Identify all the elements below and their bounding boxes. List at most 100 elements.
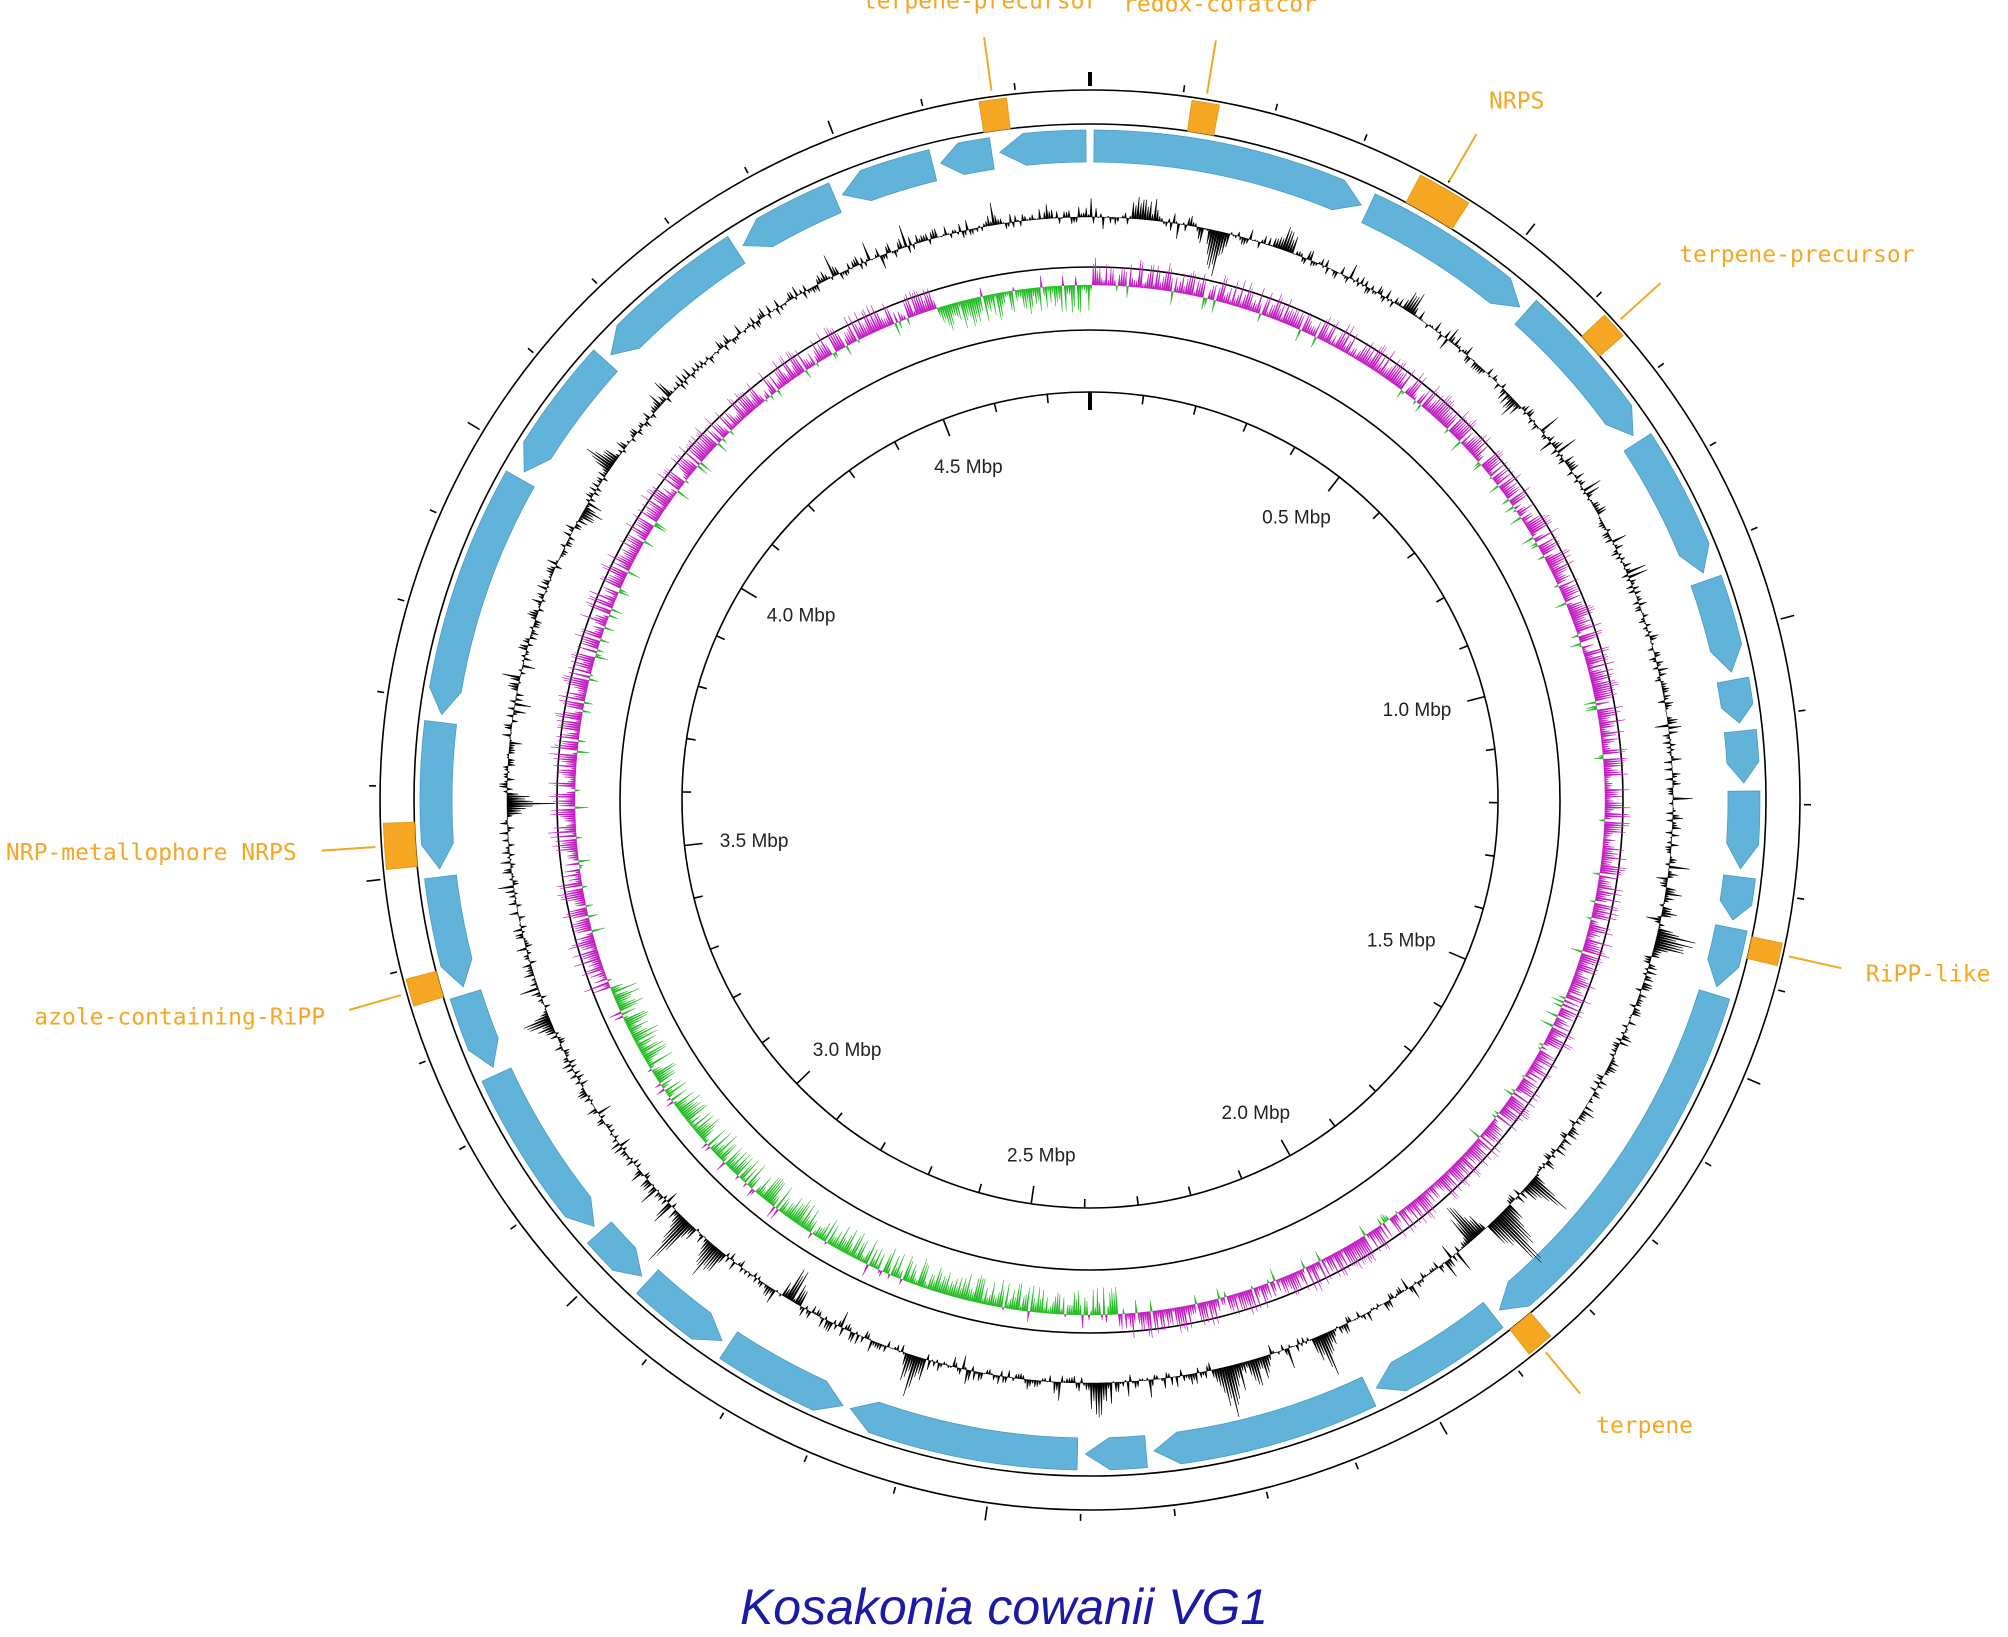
outer-tick [1777,989,1786,993]
outer-tick [1013,82,1016,90]
outer-tick [418,1060,426,1065]
outer-tick [429,509,437,514]
bgc-marker [978,97,1011,133]
gene-arrow [998,129,1087,166]
gc-skew-negative [548,257,1631,1339]
outer-tick [1750,526,1758,531]
gene-arrow [523,349,618,473]
scale-tick [1187,1186,1192,1196]
gc-skew-track [548,257,1631,1339]
ring-lines [379,89,1801,1511]
outer-tick [510,1224,517,1230]
bgc-leader-line [1619,282,1662,321]
outer-tick [920,98,924,107]
scale-tick [761,1036,770,1044]
bgc-label: NRP-metallophore NRPS [6,840,297,866]
scale-tick-label: 3.0 Mbp [813,1040,882,1061]
scale-tick-label: 2.0 Mbp [1221,1103,1290,1124]
scale-tick [684,842,703,847]
bgc-leader-line [1545,1351,1581,1395]
outer-tick [664,217,670,224]
bgc-label: RiPP-like [1866,962,1991,988]
bgc-leader-line [348,994,402,1011]
scale-tick [697,685,708,690]
gc-content-track [498,197,1696,1418]
gene-arrow [481,1067,595,1227]
bgc-leader-line [321,846,376,852]
gene-arrow [1707,924,1748,988]
outer-tick [527,347,534,354]
scale-tick [1046,394,1049,404]
gene-arrow [1361,193,1521,308]
bgc-label: NRPS [1489,88,1544,114]
gene-arrow [419,720,457,870]
scale-tick [1280,1139,1291,1156]
gene-arrow [1723,728,1760,784]
scale-tick [1474,905,1484,910]
ring-scale [681,391,1499,1209]
scale-tick [978,1183,983,1193]
outer-tick [1182,85,1186,93]
scale-tick [848,470,856,479]
gene-arrow [610,235,746,356]
outer-tick [892,1486,897,1494]
gene-arrow [1719,874,1756,921]
outer-tick [1798,709,1806,712]
outer-tick [1657,362,1665,369]
outer-tick [591,278,598,285]
scale-tick [893,441,900,451]
scale-tick [740,587,758,599]
gene-arrow [719,1331,844,1411]
scale-tick-label: 0.5 Mbp [1262,508,1331,529]
scale-tick [796,1070,811,1085]
bgc-label: azole-containing-RiPP [34,1005,325,1031]
outer-tick [641,1359,648,1366]
ring-outer [379,89,1801,1511]
gene-arrow [1093,129,1362,211]
bgc-marker [1746,936,1783,967]
outer-tick [397,598,405,602]
gene-arrow [424,874,473,988]
bgc-leader-line [983,37,993,91]
scale-tick [1372,511,1380,520]
bgc-leader-line [1448,133,1478,182]
bgc-marker [382,821,418,871]
scale-tick [927,1165,933,1175]
scale-tick-label: 4.5 Mbp [934,457,1003,478]
outer-tick [566,1295,578,1307]
scale-tick [1433,1001,1442,1008]
bgc-marker [405,970,444,1007]
ring-gc-inner [556,266,1624,1334]
outer-tick [803,1455,808,1463]
scale-tick-label: 4.0 Mbp [767,605,836,626]
scale-tick [942,419,951,437]
outer-tick [719,1412,725,1420]
outer-tick [984,1506,988,1521]
gene-arrow [1726,790,1761,870]
scale-tick [807,504,815,512]
gene-arrow [742,182,842,248]
scale-tick [1368,1084,1377,1092]
ring-skew-inner [619,329,1561,1271]
ring-bgc-inner [413,123,1767,1477]
scale-tick [693,895,703,899]
gene-arrow [1716,676,1754,724]
outer-tick [1173,1508,1176,1517]
scale-tick [686,737,696,741]
outer-tick [743,166,749,174]
outer-tick [390,971,398,975]
outer-tick [1780,614,1795,620]
outer-tick [467,421,481,431]
outer-tick [1439,1421,1448,1435]
outer-tick [1704,1161,1712,1167]
scale-tick [1403,1045,1412,1053]
gene-arrow [841,149,938,202]
scale-tick-label: 3.5 Mbp [720,831,789,852]
scale-tick [879,1141,886,1151]
outer-tick [1747,1077,1761,1085]
scale-tick [1327,476,1340,492]
bgc-labels: redox-cofatcorNRPSterpene-precursorRiPP-… [6,0,1991,1439]
outer-tick [366,878,381,882]
scale-tick-label: 1.0 Mbp [1383,700,1452,721]
